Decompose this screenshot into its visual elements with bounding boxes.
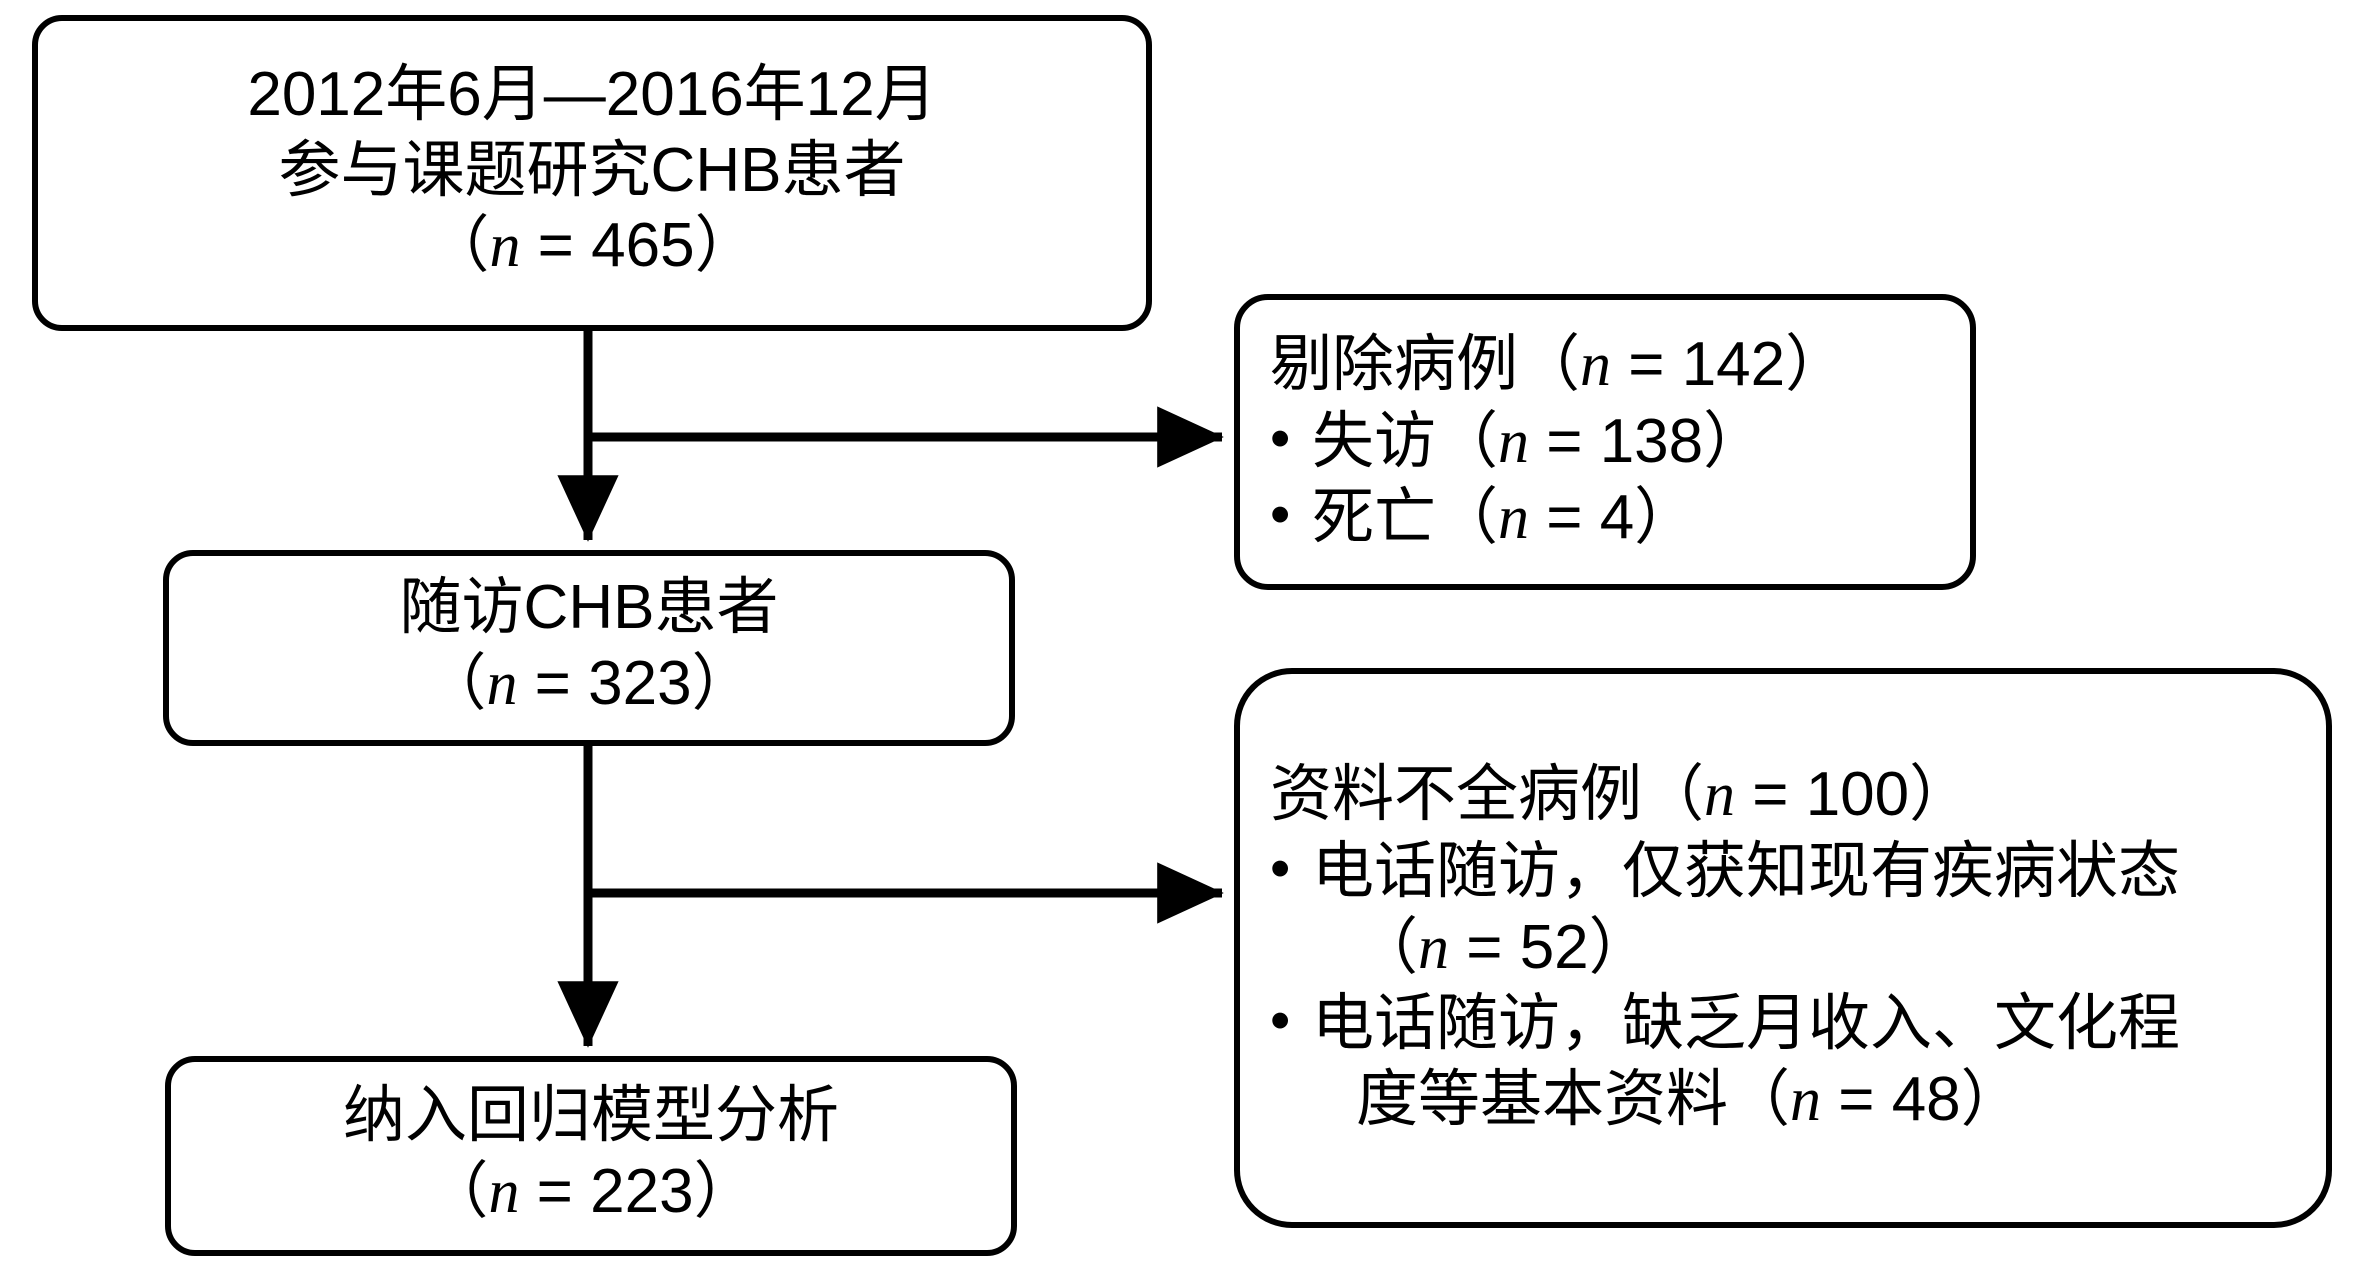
incomplete-bullet-1-text: 电话随访，仅获知现有疾病状态（n = 52） (1312, 834, 2180, 986)
excluded-heading-var: n (1580, 331, 1612, 400)
incomplete-bullet-1-continuation: （n = 52） (1312, 910, 2180, 987)
incomplete-bullet-2: • 电话随访，缺乏月收入、文化程度等基本资料（n = 48） (1270, 986, 2180, 1138)
incomplete-bullet-2-suffix: ） (1960, 1064, 2023, 1134)
followed-line-1: 随访CHB患者 (399, 572, 779, 642)
incomplete-bullet-1-var: n (1418, 913, 1450, 982)
enrolled-line-1: 2012年6月—2016年12月 (247, 60, 937, 130)
enrolled-line-2: 参与课题研究CHB患者 (278, 135, 906, 205)
incomplete-heading-var: n (1704, 761, 1736, 830)
included-count-value: 223 (590, 1156, 694, 1226)
excluded-bullet-2-suffix: ） (1634, 483, 1697, 553)
excluded-bullet-1-text: 失访（n = 138） (1312, 404, 1765, 481)
node-excluded-cases: 剔除病例（n = 142） • 失访（n = 138） • 死亡（n = 4） (1234, 294, 1976, 590)
followed-count-suffix: ） (691, 648, 754, 718)
enrolled-count-var: n (489, 212, 521, 281)
incomplete-bullet-1-label: 电话随访，仅获知现有疾病状态 (1312, 837, 2181, 907)
incomplete-bullet-1-eq: = (1449, 912, 1520, 982)
bullet-dot-icon: • (1270, 405, 1291, 471)
bullet-dot-icon: • (1270, 482, 1291, 548)
incomplete-bullet-1-suffix: ） (1588, 912, 1651, 982)
followed-count-var: n (486, 649, 518, 718)
incomplete-bullet-2-label: 电话随访，缺乏月收入、文化程 (1312, 989, 2181, 1059)
enrolled-count-eq: = (520, 211, 592, 281)
excluded-bullet-2-value: 4 (1599, 483, 1635, 553)
bullet-dot-icon: • (1270, 836, 1291, 902)
enrolled-count: （n = 465） (427, 208, 756, 285)
included-count-suffix: ） (693, 1156, 756, 1226)
node-incomplete-data-cases: 资料不全病例（n = 100） • 电话随访，仅获知现有疾病状态（n = 52）… (1234, 668, 2332, 1228)
node-enrolled-patients: 2012年6月—2016年12月 参与课题研究CHB患者 （n = 465） (32, 15, 1152, 331)
excluded-bullet-1: • 失访（n = 138） (1270, 404, 1765, 481)
excluded-bullet-2: • 死亡（n = 4） (1270, 480, 1696, 557)
incomplete-heading-eq: = (1735, 760, 1806, 830)
incomplete-bullet-1-value: 52 (1519, 912, 1589, 982)
incomplete-bullet-1: • 电话随访，仅获知现有疾病状态（n = 52） (1270, 834, 2180, 986)
incomplete-bullet-2-text: 电话随访，缺乏月收入、文化程度等基本资料（n = 48） (1312, 986, 2180, 1138)
incomplete-bullet-2-cont-text: 度等基本资料（ (1356, 1064, 1791, 1134)
included-line-1: 纳入回归模型分析 (342, 1080, 839, 1150)
excluded-bullet-1-label: 失访（ (1312, 406, 1499, 476)
excluded-bullet-2-eq: = (1529, 483, 1600, 553)
incomplete-bullet-2-eq: = (1821, 1064, 1892, 1134)
incomplete-heading-value: 100 (1805, 760, 1910, 830)
incomplete-heading: 资料不全病例（n = 100） (1270, 757, 1971, 834)
node-followed-patients: 随访CHB患者 （n = 323） (163, 550, 1015, 746)
enrolled-count-value: 465 (591, 211, 695, 281)
incomplete-heading-suffix: ） (1909, 760, 1972, 830)
excluded-bullet-1-value: 138 (1599, 406, 1704, 476)
followed-count-value: 323 (588, 648, 692, 718)
followed-count: （n = 323） (424, 646, 753, 723)
followed-count-prefix: （ (424, 648, 487, 718)
excluded-bullet-2-var: n (1498, 484, 1530, 553)
included-count: （n = 223） (426, 1154, 755, 1231)
excluded-bullet-1-var: n (1498, 407, 1530, 476)
enrolled-count-suffix: ） (694, 211, 757, 281)
excluded-heading-text: 剔除病例（ (1270, 330, 1581, 400)
incomplete-heading-text: 资料不全病例（ (1270, 760, 1705, 830)
incomplete-bullet-2-continuation: 度等基本资料（n = 48） (1312, 1062, 2180, 1139)
excluded-bullet-1-eq: = (1529, 406, 1600, 476)
excluded-bullet-2-text: 死亡（n = 4） (1312, 480, 1696, 557)
excluded-heading-suffix: ） (1785, 330, 1848, 400)
excluded-heading: 剔除病例（n = 142） (1270, 327, 1847, 404)
excluded-bullet-1-suffix: ） (1703, 406, 1766, 476)
enrolled-count-prefix: （ (427, 211, 490, 281)
incomplete-bullet-2-var: n (1790, 1065, 1822, 1134)
included-count-eq: = (519, 1156, 591, 1226)
incomplete-bullet-2-value: 48 (1891, 1064, 1961, 1134)
followed-count-eq: = (517, 648, 589, 718)
excluded-heading-eq: = (1611, 330, 1682, 400)
excluded-bullet-2-label: 死亡（ (1312, 483, 1499, 553)
node-included-in-regression: 纳入回归模型分析 （n = 223） (165, 1056, 1017, 1256)
included-count-var: n (488, 1157, 520, 1226)
incomplete-bullet-1-cont-prefix: （ (1356, 912, 1419, 982)
bullet-dot-icon: • (1270, 988, 1291, 1054)
included-count-prefix: （ (426, 1156, 489, 1226)
excluded-heading-value: 142 (1681, 330, 1786, 400)
